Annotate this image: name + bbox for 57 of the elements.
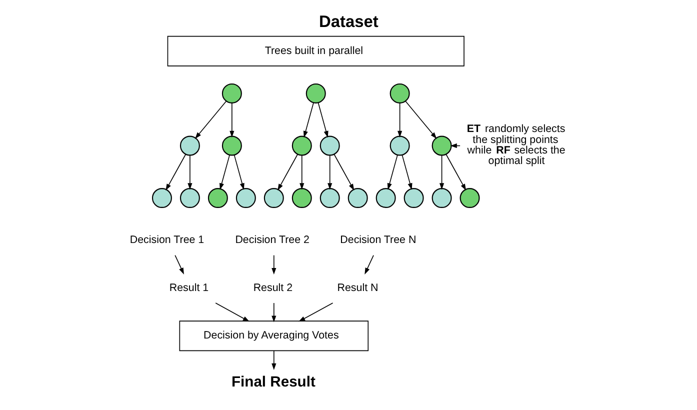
node-circle [305,83,326,104]
arrow [298,302,333,322]
arrow [438,154,444,190]
arrow [277,154,298,191]
arrow [233,154,244,190]
node-circle [291,136,312,156]
arrow [327,154,332,190]
node-text: Result 1 [168,282,208,294]
arrow [445,154,466,191]
node-circle [375,188,396,208]
arrow [333,154,354,191]
arrow [214,302,250,322]
node-text: Decision Tree 1 [129,234,204,246]
arrow [194,100,226,139]
node-circle [263,188,284,208]
node-circle [403,188,424,208]
arrow [299,154,304,190]
node-circle [221,136,242,156]
node-text: Result 2 [252,282,292,294]
arrow [271,302,276,322]
arrow [397,102,402,138]
node-text: Decision Tree 2 [234,234,309,246]
node-circle [431,188,452,208]
arrow [401,154,412,190]
node-circle [207,188,228,208]
diagram-title: Dataset [318,13,378,32]
node-circle [389,83,410,104]
node-circle [319,136,340,156]
arrow [229,102,234,138]
node-box: Trees built in parallel [166,36,464,66]
node-circle [389,136,410,156]
arrow [317,102,328,138]
node-circle [459,188,480,208]
arrow [386,154,398,190]
node-text: Final Result [231,374,315,390]
node-circle [319,188,340,208]
arrow [364,254,374,274]
arrow [165,154,186,191]
arrow [174,254,184,274]
node-circle [431,136,452,156]
arrow [271,254,276,275]
node-circle [179,188,200,208]
arrow [219,154,230,190]
node-box: Decision by Averaging Votes [178,320,368,352]
arrow [271,350,276,370]
node-circle [347,188,368,208]
arrow [302,102,314,138]
node-circle [179,136,200,156]
node-circle [235,188,256,208]
arrow [404,100,436,139]
node-text: ET randomly selects the splitting points while RF selects the optimal split [466,123,565,168]
node-circle [221,83,242,104]
node-text: Decision Tree N [340,234,416,246]
node-text: Result N [336,282,378,294]
node-circle [151,188,172,208]
node-circle [291,188,312,208]
arrow [187,154,192,190]
